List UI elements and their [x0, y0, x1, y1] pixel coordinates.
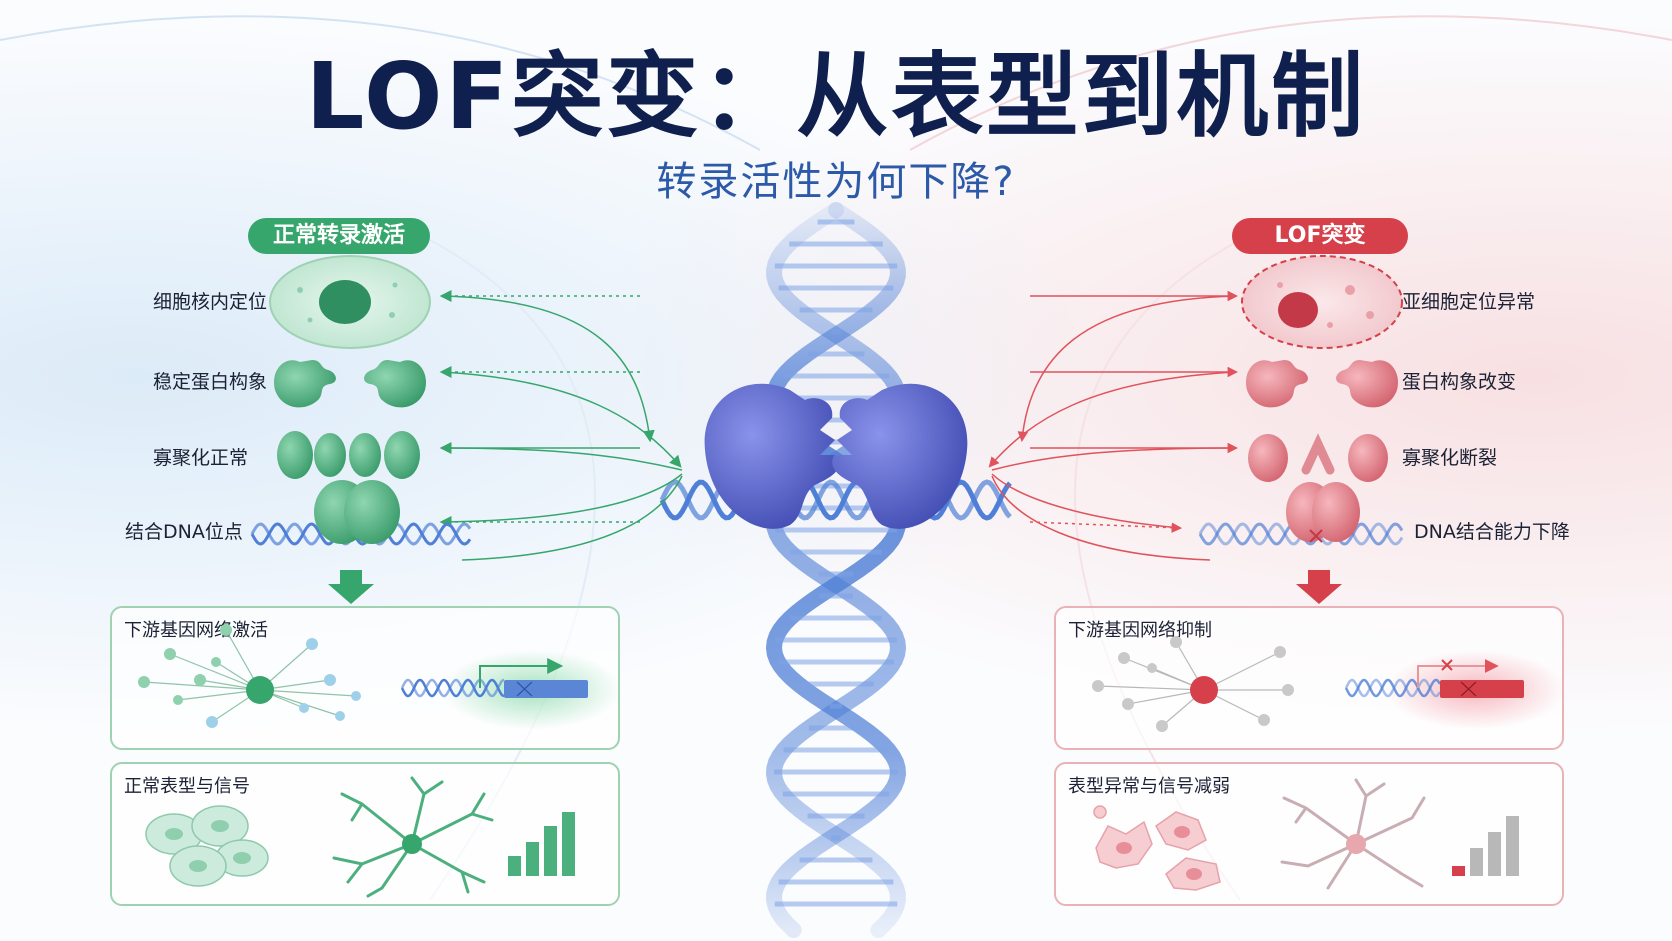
- phenotype-icons: [1093, 778, 1519, 891]
- normal-activation-badge: 正常转录激活: [248, 218, 430, 254]
- left-row-label-dna-binding: 结合DNA位点: [125, 521, 243, 543]
- cells-icon: [145, 805, 269, 887]
- downstream-repression-panel: 下游基因网络抑制: [1054, 606, 1564, 750]
- left-row-label-localization: 细胞核内定位: [153, 291, 268, 313]
- oligomer-icon: [277, 431, 420, 479]
- normal-phenotype-panel: 正常表型与信号: [110, 762, 620, 906]
- left-row-label-conformation: 稳定蛋白构象: [153, 371, 268, 393]
- protein-icon: [274, 360, 426, 408]
- right-row-label-conformation: 蛋白构象改变: [1402, 371, 1517, 393]
- right-mechanism-arrows: [988, 290, 1239, 561]
- lof-mutation-badge: LOF突变: [1232, 218, 1408, 254]
- down-arrow-icon: [1296, 570, 1342, 604]
- downstream-activation-panel: 下游基因网络激活: [110, 606, 620, 750]
- bar-signal-icon: [508, 812, 575, 876]
- network-icon: [138, 624, 618, 730]
- panel-title: 下游基因网络抑制: [1068, 620, 1212, 641]
- dna-binding-icon: [250, 480, 472, 546]
- right-row-label-dna-binding: DNA结合能力下降: [1414, 521, 1570, 543]
- abnormal-phenotype-panel: 表型异常与信号减弱: [1054, 762, 1564, 906]
- page-subtitle: 转录活性为何下降?: [656, 159, 1016, 205]
- phenotype-icons: [145, 776, 575, 898]
- horizontal-dna-icon: [659, 479, 1012, 521]
- left-mechanism-arrows: [439, 290, 683, 561]
- neuron-icon: [1280, 778, 1426, 890]
- misfolded-protein-icon: [1246, 360, 1398, 408]
- neuron-icon: [332, 776, 494, 898]
- right-row-label-oligomerization: 寡聚化断裂: [1402, 447, 1498, 469]
- broken-oligomer-icon: [1248, 433, 1388, 482]
- bar-signal-icon: [1452, 816, 1519, 876]
- left-row-label-oligomerization: 寡聚化正常: [153, 447, 249, 469]
- panel-title: 正常表型与信号: [124, 776, 250, 797]
- cell-nucleus-icon: [269, 255, 431, 349]
- panel-title: 表型异常与信号减弱: [1068, 776, 1230, 797]
- right-row-label-localization: 亚细胞定位异常: [1402, 291, 1536, 313]
- gene-arrow-icon: [400, 658, 588, 698]
- down-arrow-icon: [328, 570, 374, 604]
- cell-mislocalized-icon: [1241, 255, 1403, 349]
- central-dna-helix-icon: [765, 202, 907, 938]
- network-icon: [1092, 636, 1562, 732]
- weak-dna-binding-icon: [1198, 482, 1404, 546]
- page-title: LOF突变：从表型到机制: [305, 43, 1367, 150]
- gene-blocked-icon: [1344, 659, 1524, 698]
- abnormal-cells-icon: [1093, 805, 1221, 891]
- transcription-factor-dimer-icon: [704, 383, 968, 529]
- panel-title: 下游基因网络激活: [124, 620, 268, 641]
